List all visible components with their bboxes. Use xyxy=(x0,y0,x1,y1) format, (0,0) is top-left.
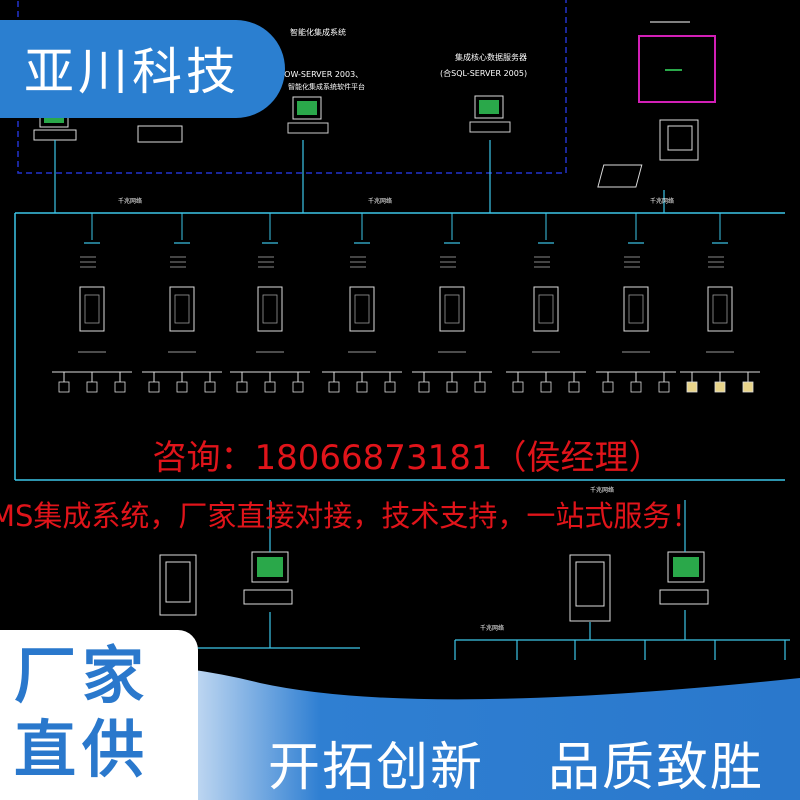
field-device-icon xyxy=(114,381,126,393)
display-frame xyxy=(638,35,716,103)
field-device-icon xyxy=(742,381,754,393)
slogan-direct: 直供 xyxy=(14,713,151,786)
slogan-innovation: 开拓创新 xyxy=(268,738,485,798)
server-right-os: (合SQL-SERVER 2005) xyxy=(440,68,527,78)
bus-label-4: 千兆网络 xyxy=(590,486,614,494)
field-device-icon xyxy=(512,381,524,393)
subsystem-column xyxy=(680,213,760,393)
server-computer-icon xyxy=(287,96,329,134)
subsystem-server-icon xyxy=(707,286,733,332)
subsystem-column xyxy=(596,213,676,393)
subsystem-server-icon xyxy=(79,286,105,332)
subsystem-column xyxy=(322,213,402,393)
field-device-icon xyxy=(148,381,160,393)
subsystem-column xyxy=(506,213,586,393)
subsystem-column xyxy=(52,213,132,393)
subsystem-column xyxy=(412,213,492,393)
desktop-pc-icon xyxy=(597,119,699,188)
server-right-title: 集成核心数据服务器 xyxy=(455,52,527,62)
field-device-icon xyxy=(58,381,70,393)
service-tagline: MS集成系统，厂家直接对接，技术支持，一站式服务！ xyxy=(0,499,701,533)
slogan-quality: 品质致胜 xyxy=(548,738,765,798)
subsystem-server-icon xyxy=(623,286,649,332)
brand-name: 亚川科技 xyxy=(24,43,240,101)
subsystem-server-icon xyxy=(349,286,375,332)
field-device-icon xyxy=(602,381,614,393)
lower-right-monitor-icon xyxy=(659,551,709,605)
database-computer-icon xyxy=(469,95,511,133)
server-left-sub: 智能化集成系统软件平台 xyxy=(288,82,365,91)
field-device-icon xyxy=(384,381,396,393)
subsystem-server-icon xyxy=(439,286,465,332)
bus-label-3: 千兆网络 xyxy=(650,197,674,205)
field-device-icon xyxy=(540,381,552,393)
field-device-icon xyxy=(714,381,726,393)
field-device-icon xyxy=(292,381,304,393)
subsystem-column xyxy=(230,213,310,393)
field-device-icon xyxy=(236,381,248,393)
field-device-icon xyxy=(86,381,98,393)
bus-label-1: 千兆网络 xyxy=(118,197,142,205)
subsystem-column xyxy=(142,213,222,393)
slogan-box xyxy=(0,630,198,800)
field-device-icon xyxy=(204,381,216,393)
bus-label-5: 千兆网络 xyxy=(480,624,504,632)
subsystem-server-icon xyxy=(533,286,559,332)
subsystem-server-icon xyxy=(169,286,195,332)
field-device-icon xyxy=(474,381,486,393)
field-device-icon xyxy=(630,381,642,393)
field-device-icon xyxy=(328,381,340,393)
bus-label-2: 千兆网络 xyxy=(368,197,392,205)
field-device-icon xyxy=(446,381,458,393)
lower-left-monitor-icon xyxy=(243,551,293,605)
brand-badge: 亚川科技 xyxy=(0,20,285,118)
field-device-icon xyxy=(658,381,670,393)
field-device-icon xyxy=(264,381,276,393)
field-device-icon xyxy=(176,381,188,393)
field-device-icon xyxy=(568,381,580,393)
lower-left-server-icon xyxy=(159,554,197,616)
field-device-icon xyxy=(418,381,430,393)
lower-right-server-icon xyxy=(569,554,611,622)
server-left-title: 智能化集成系统 xyxy=(290,27,346,37)
subsystem-group xyxy=(52,213,760,393)
slogan-factory: 厂家 xyxy=(14,639,151,712)
field-device-icon xyxy=(686,381,698,393)
contact-phone: 咨询：18066873181（侯经理） xyxy=(152,438,663,478)
subsystem-server-icon xyxy=(257,286,283,332)
server-left-os: DOW-SERVER 2003、 xyxy=(278,70,363,79)
field-device-icon xyxy=(356,381,368,393)
